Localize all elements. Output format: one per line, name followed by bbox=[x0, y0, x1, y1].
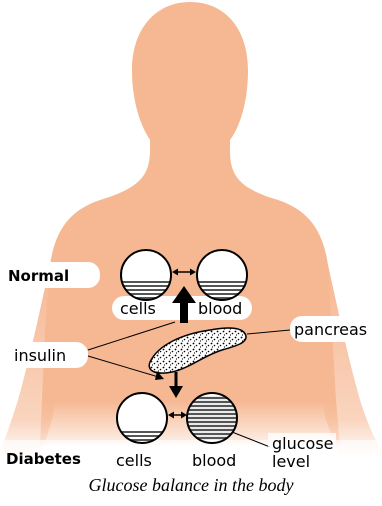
cells-label-bottom: cells bbox=[116, 451, 152, 470]
body-silhouette bbox=[0, 2, 382, 470]
cells-label-top: cells bbox=[120, 299, 156, 318]
pancreas-label: pancreas bbox=[294, 320, 367, 339]
level-label: level bbox=[272, 452, 310, 471]
figure-caption: Glucose balance in the body bbox=[0, 475, 382, 496]
head bbox=[132, 2, 248, 175]
glucose-label: glucose bbox=[272, 434, 334, 453]
diabetes-label: Diabetes bbox=[6, 450, 81, 468]
normal-label: Normal bbox=[8, 267, 69, 285]
insulin-label: insulin bbox=[14, 346, 66, 365]
blood-label-top: blood bbox=[198, 299, 242, 318]
blood-label-bottom: blood bbox=[192, 451, 236, 470]
